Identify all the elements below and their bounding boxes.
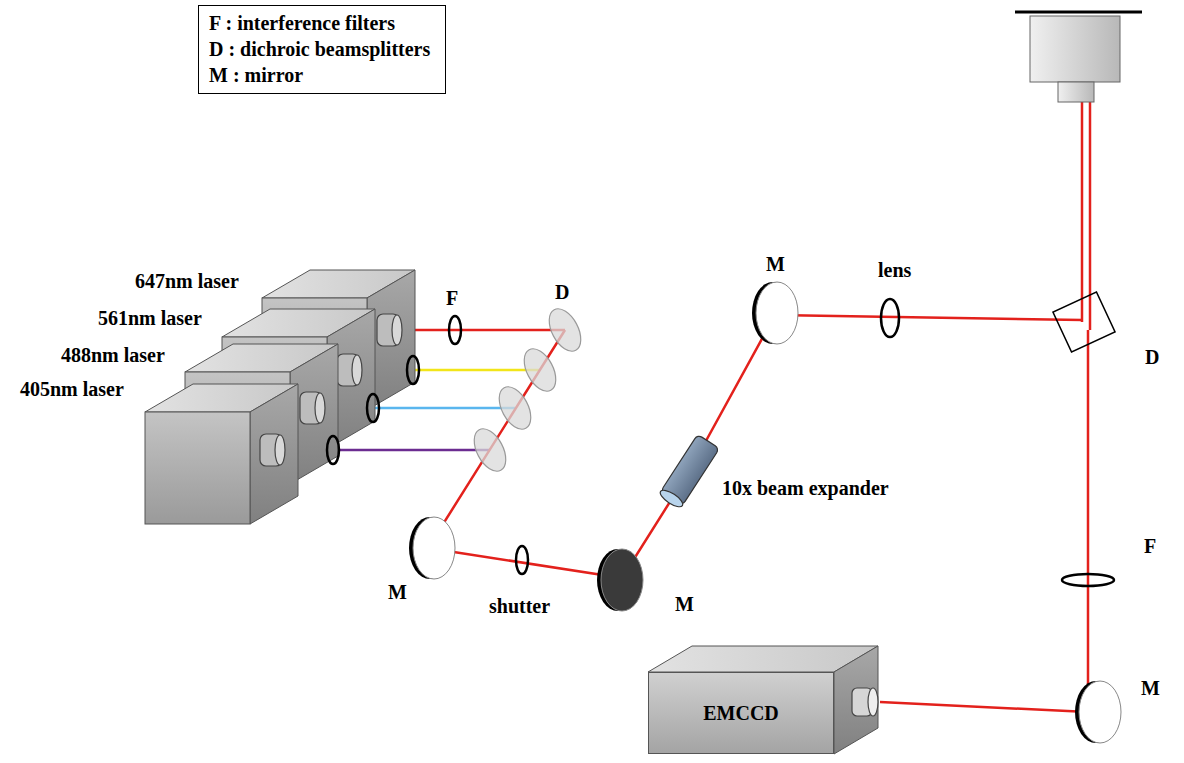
part-label: M [1141,675,1160,701]
part-label: M [766,251,785,277]
part-label: 647nm laser [135,268,239,294]
part-label: 561nm laser [98,305,202,331]
part-label: M [388,579,407,605]
laser-side [250,384,298,524]
interference-filter [367,394,379,422]
objective-nozzle [1058,82,1094,102]
dichroic-cube [1053,292,1115,352]
camera-box: EMCCD [648,672,834,754]
mirror-face [413,517,455,579]
part-label: D [555,279,569,305]
part-label: 405nm laser [20,376,124,402]
laser-aperture-end [315,393,325,423]
laser-beam [428,315,1082,578]
laser-beam [880,330,1088,712]
mirror-face [601,549,643,611]
expander-end [658,487,685,510]
mirror-symbol [1075,681,1121,743]
part-label: 488nm laser [61,342,165,368]
interference-filter [327,436,339,464]
part-label: F [446,285,458,311]
dichroic-beamsplitter [493,382,538,435]
mirror-face [1079,681,1121,743]
laser-beam [395,329,565,332]
legend-text: F : interference filters [209,10,433,36]
mirror-face [756,282,798,344]
mirror-symbol [752,282,798,344]
mirror-symbol [597,549,643,611]
dichroic-beamsplitter [468,424,513,477]
camera-port-end [868,688,878,716]
shutter-symbol [516,546,528,574]
part-label: M [675,591,694,617]
dichroic-beamsplitter [543,304,588,357]
mirror-symbol [409,517,455,579]
part-label: lens [878,257,911,283]
laser-beam [1081,102,1084,322]
part-label: D [1145,344,1159,370]
legend-box: F : interference filtersD : dichroic bea… [198,5,446,94]
dichroic-beamsplitter [518,344,563,397]
device-label: EMCCD [659,700,823,726]
interference-filter [1062,574,1114,586]
beam-expander [658,434,720,509]
laser-aperture-end [392,315,402,345]
lens-symbol [881,299,899,337]
sample-plate [1015,11,1142,14]
objective-body [1030,16,1120,82]
interference-filter [449,316,461,344]
part-label: 10x beam expander [722,475,889,501]
laser-source [145,384,298,524]
camera-housing [648,646,878,754]
laser-aperture-end [352,355,362,385]
legend-text: M : mirror [209,62,433,88]
legend-text: D : dichroic beamsplitters [209,36,433,62]
part-label: F [1144,533,1156,559]
interference-filter [407,356,419,384]
camera-side [834,646,878,754]
laser-aperture-end [275,435,285,465]
laser-front [145,412,250,524]
part-label: shutter [489,593,550,619]
